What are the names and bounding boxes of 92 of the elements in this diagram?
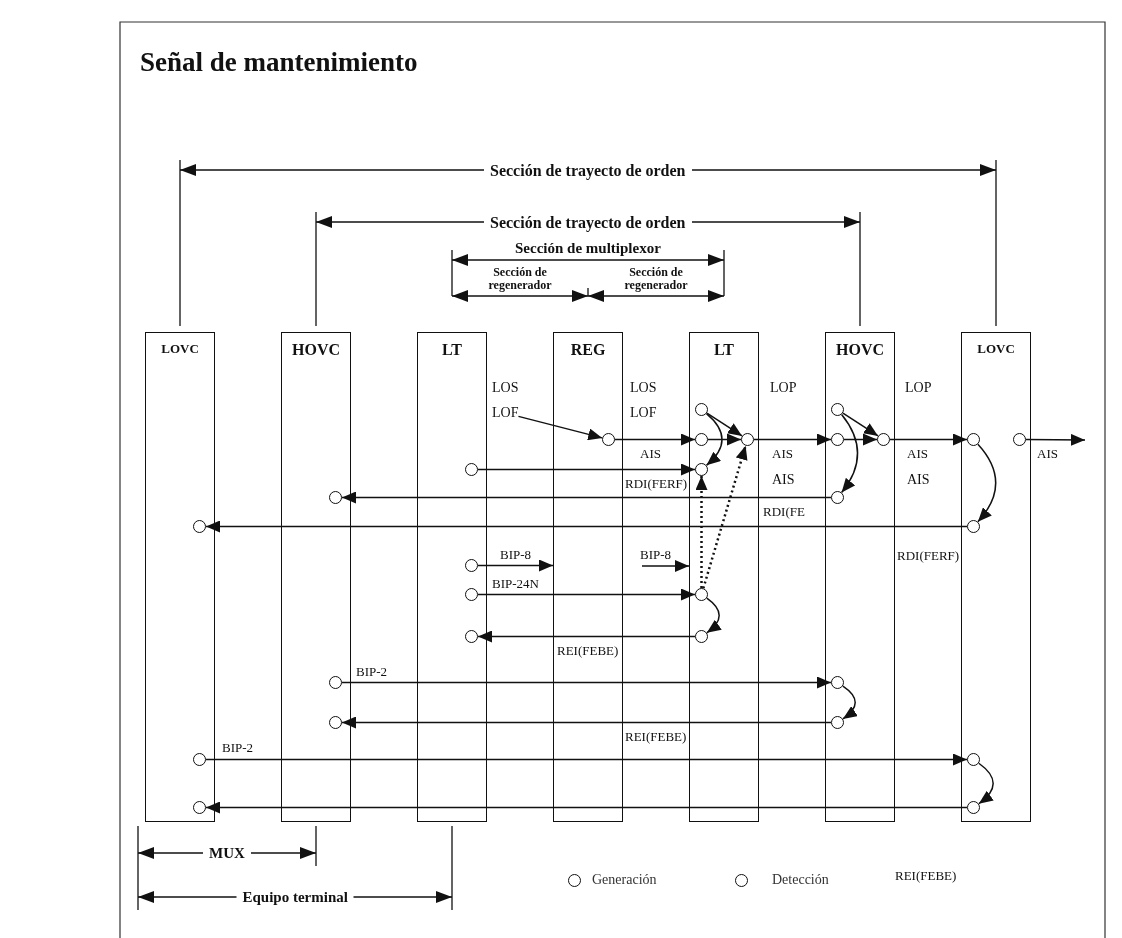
- signal-point-circle: [695, 403, 708, 416]
- edge-label: REI(FEBE): [557, 643, 619, 658]
- signal-point-circle: [329, 491, 342, 504]
- edge-label: REI(FEBE): [625, 729, 687, 744]
- legend-label: Generación: [592, 872, 657, 888]
- signal-arrow: [977, 443, 997, 523]
- signal-arrow: [614, 433, 696, 446]
- signal-point-circle: [465, 463, 478, 476]
- edge-label: RDI(FE: [763, 504, 805, 519]
- equipment-label: HOVC: [835, 341, 885, 359]
- signal-arrow: [517, 415, 603, 441]
- signal-label: LOS: [630, 380, 657, 396]
- equipment-label: LOVC: [976, 341, 1016, 357]
- signal-arrow: [843, 433, 878, 446]
- signal-point-circle: [967, 801, 980, 814]
- equipment-label: HOVC: [291, 341, 341, 359]
- dimension-label: Sección de trayecto de orden: [490, 161, 686, 179]
- signal-point-circle: [465, 559, 478, 572]
- signal-arrow: [840, 413, 859, 494]
- edge-label: RDI(FERF): [897, 548, 960, 563]
- signal-arrow: [705, 412, 723, 467]
- signal-arrow: [753, 433, 832, 446]
- signal-label: LOP: [770, 380, 797, 396]
- signal-point-circle: [329, 676, 342, 689]
- signal-arrow: [477, 588, 696, 601]
- signal-point-circle: [831, 716, 844, 729]
- signal-arrow: [842, 685, 858, 720]
- equipment-box: [553, 332, 623, 822]
- signal-point-circle: [329, 716, 342, 729]
- diagram-title: Señal de mantenimiento: [140, 46, 418, 78]
- signal-point-circle: [831, 433, 844, 446]
- signal-arrow: [341, 676, 832, 689]
- signal-label: AIS: [907, 472, 930, 488]
- dimension-label: Equipo terminal: [242, 889, 348, 905]
- signal-label: LOP: [905, 380, 932, 396]
- signal-point-circle: [602, 433, 615, 446]
- signal-point-circle: [967, 520, 980, 533]
- signal-arrow: [695, 476, 708, 588]
- signal-point-circle: [465, 630, 478, 643]
- signal-arrow: [341, 716, 832, 729]
- signal-label: LOF: [630, 405, 657, 421]
- dimension-label: MUX: [209, 845, 245, 861]
- signal-arrow: [341, 491, 832, 504]
- signal-arrow: [889, 433, 968, 446]
- signal-point-circle: [967, 753, 980, 766]
- edge-label: RDI(FERF): [625, 476, 688, 491]
- signal-point-circle: [193, 520, 206, 533]
- equipment-box: [145, 332, 215, 822]
- signal-point-circle: [695, 588, 708, 601]
- edge-label: REI(FEBE): [895, 868, 957, 883]
- equipment-label: LOVC: [160, 341, 200, 357]
- signal-arrow: [706, 412, 743, 437]
- equipment-box: [961, 332, 1031, 822]
- signal-arrow: [477, 463, 696, 476]
- signal-arrow: [702, 445, 748, 589]
- equipment-label: LT: [713, 341, 735, 359]
- signal-arrow: [1025, 433, 1086, 446]
- signal-arrow: [205, 520, 968, 533]
- legend-label: Detección: [772, 872, 829, 888]
- signal-point-circle: [193, 753, 206, 766]
- signal-point-circle: [465, 588, 478, 601]
- signal-arrow: [205, 753, 968, 766]
- signal-label: LOF: [492, 405, 519, 421]
- signal-arrow: [978, 762, 994, 805]
- signal-point-circle: [967, 433, 980, 446]
- signal-arrow: [706, 597, 722, 634]
- equipment-box: [689, 332, 759, 822]
- signal-point-circle: [831, 676, 844, 689]
- signal-point-circle: [831, 491, 844, 504]
- signal-point-circle: [741, 433, 754, 446]
- signal-point-circle: [695, 433, 708, 446]
- signal-arrow: [842, 412, 879, 437]
- equipment-box: [417, 332, 487, 822]
- dimension-label: Sección de multiplexor: [515, 240, 661, 256]
- equipment-label: REG: [569, 341, 607, 359]
- signal-label: AIS: [772, 472, 795, 488]
- equipment-label: LT: [441, 341, 463, 359]
- equipment-box: [281, 332, 351, 822]
- signal-arrow: [477, 559, 554, 572]
- signal-arrow: [205, 801, 968, 814]
- signal-arrow: [641, 560, 690, 572]
- signal-point-circle: [695, 463, 708, 476]
- signal-point-circle: [695, 630, 708, 643]
- signal-arrow: [477, 630, 696, 643]
- signal-point-circle: [193, 801, 206, 814]
- signal-point-circle: [877, 433, 890, 446]
- dimension-label: Sección de trayecto de orden: [490, 213, 686, 231]
- equipment-box: [825, 332, 895, 822]
- signal-point-circle: [1013, 433, 1026, 446]
- signal-arrow: [707, 433, 742, 446]
- signal-point-circle: [831, 403, 844, 416]
- signal-label: LOS: [492, 380, 519, 396]
